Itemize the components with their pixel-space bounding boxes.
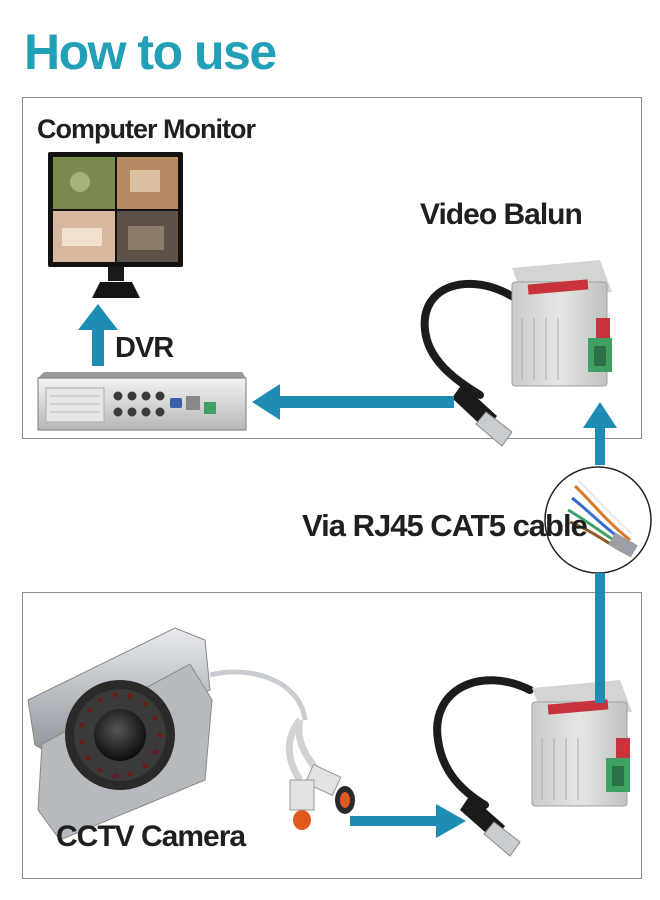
arrow-cable-to-balun	[583, 402, 617, 465]
monitor-icon	[48, 152, 183, 298]
line-balun-to-cable	[595, 573, 605, 703]
cctv-camera-label: CCTV Camera	[56, 820, 245, 854]
cable-label: Via RJ45 CAT5 cable	[302, 508, 587, 544]
dvr-icon	[38, 372, 246, 430]
arrow-balun-to-dvr	[252, 384, 454, 420]
video-balun-icon	[425, 260, 612, 446]
cctv-camera-icon	[28, 628, 355, 840]
arrow-camera-to-balun	[350, 804, 466, 838]
computer-monitor-label: Computer Monitor	[37, 114, 255, 145]
arrow-dvr-to-monitor	[78, 304, 118, 366]
dvr-label: DVR	[115, 332, 173, 365]
video-balun-label: Video Balun	[420, 198, 582, 232]
video-balun-icon	[437, 680, 632, 856]
